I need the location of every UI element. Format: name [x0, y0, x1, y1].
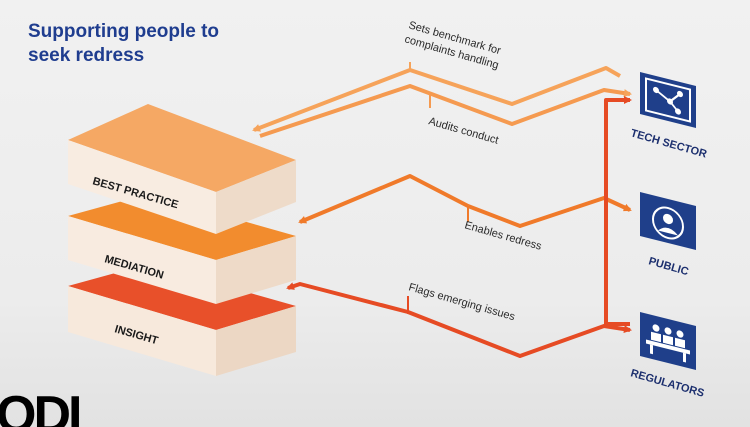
- layer-insight-top: [68, 264, 296, 330]
- entity-regulators: REGULATORS: [629, 312, 706, 400]
- layer-best-practice-top: [68, 104, 296, 192]
- arrow-enables-to-mediation: [298, 174, 469, 224]
- flow-audits-label: Audits conduct: [427, 115, 500, 146]
- layer-best-practice-left: [68, 140, 216, 234]
- person-icon: [640, 192, 696, 250]
- arrow-flags-to-insight: [286, 282, 409, 314]
- arrow-benchmark: [252, 66, 621, 132]
- layer-mediation-left: [68, 216, 216, 304]
- title-line-1: Supporting people to: [28, 21, 220, 42]
- layer-mediation-right: [216, 236, 296, 304]
- odi-logo-text: ODI: [0, 386, 79, 427]
- layer-mediation-top: [68, 194, 296, 260]
- title-line-2: seek redress: [28, 45, 145, 66]
- layer-best-practice: BEST PRACTICE: [68, 104, 296, 234]
- entity-tech-sector: TECH SECTOR: [629, 72, 708, 161]
- layer-insight-left: [68, 286, 216, 376]
- network-icon: [640, 72, 696, 128]
- arrow-regulators-to-tech: [604, 96, 632, 326]
- entity-public-label: PUBLIC: [647, 255, 690, 278]
- meeting-icon: [640, 312, 696, 370]
- layer-best-practice-right: [216, 160, 296, 234]
- arrow-enables-to-public: [467, 196, 632, 228]
- flow-enables-label: Enables redress: [463, 219, 543, 253]
- odi-logo: ODI: [0, 386, 82, 427]
- entity-regulators-label: REGULATORS: [629, 367, 705, 399]
- layer-insight: INSIGHT: [68, 264, 296, 376]
- arrow-audits: [259, 84, 632, 138]
- layer-mediation: MEDIATION: [68, 194, 296, 304]
- entity-tech-sector-label: TECH SECTOR: [629, 127, 708, 160]
- arrow-flags-to-regulators: [407, 310, 632, 358]
- page-title: Supporting people to seek redress: [28, 20, 219, 68]
- layer-insight-right: [216, 306, 296, 376]
- entity-public: PUBLIC: [640, 192, 696, 278]
